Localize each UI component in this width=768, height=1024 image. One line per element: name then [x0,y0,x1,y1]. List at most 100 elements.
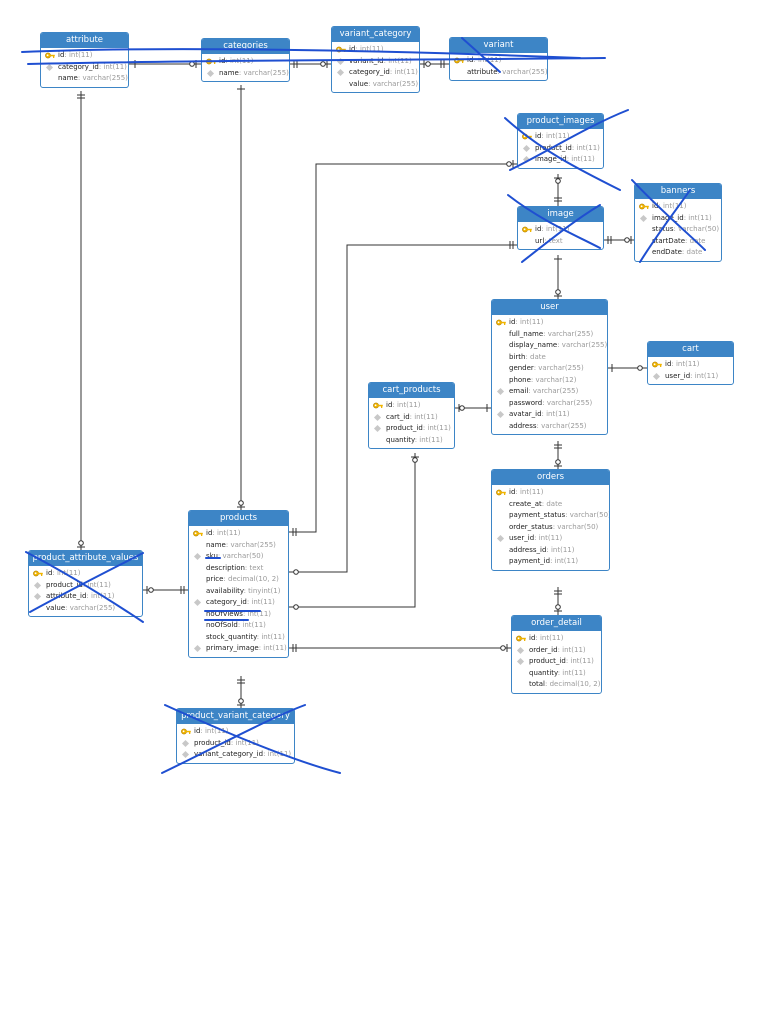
field-type: : varchar(255) [536,421,587,430]
field-name: quantity [386,435,415,444]
field-list: id: int(11)attribute: varchar(255) [450,53,547,80]
field-row: category_id: int(11) [332,67,419,79]
key-icon [454,56,464,65]
cardinality-mark [238,698,244,704]
field-type: : date [525,352,546,361]
field-name: id [665,360,672,368]
diamond-icon [45,63,54,71]
diamond-icon [496,534,505,543]
field-type: : int(11) [242,609,272,618]
field-row: stock_quantity: int(11) [189,632,288,644]
key-icon [639,202,649,211]
field-name: phone [509,375,531,384]
field-name: birth [509,352,526,361]
field-name: availability [206,586,244,595]
field-row: startDate: date [635,236,721,248]
field-row: product_id: int(11) [29,580,142,592]
field-name: category_id [349,68,390,76]
field-name: product_id [535,143,572,152]
field-name: startDate [652,236,686,245]
field-row: create_at: date [492,499,609,511]
field-type: : int(11) [414,435,443,444]
field-row: phone: varchar(12) [492,375,607,387]
field-row: name: varchar(255) [41,73,128,85]
field-row: sku: varchar(50) [189,551,288,563]
field-type: : varchar(50) [673,225,720,233]
field-type: : int(11) [541,132,570,140]
key-icon [206,57,216,66]
field-type: : int(11) [550,557,579,565]
field-type: : int(11) [225,57,254,65]
field-row: variant_id: int(11) [332,56,419,68]
table-title: cart_products [369,383,454,398]
field-row: category_id: int(11) [189,597,288,609]
field-type: : varchar(255) [528,387,579,395]
diamond-icon [496,410,505,419]
field-name: gender [509,364,534,372]
field-type: : decimal(10, 2) [545,680,601,688]
field-name: address [509,421,537,430]
field-type: : varchar(255) [238,68,289,77]
field-type: : date [541,499,563,508]
key-icon [193,529,203,538]
diamond-icon [516,657,525,666]
field-type: : int(11) [535,634,564,642]
field-name: attribute [467,67,498,76]
cardinality-mark [238,500,244,506]
field-row: id: int(11) [177,726,294,738]
key-icon [181,727,191,736]
field-row: password: varchar(255) [492,398,607,410]
field-name: id [386,401,393,409]
table-title: banners [635,184,721,199]
field-name: category_id [58,62,99,71]
field-row: id: int(11) [202,56,289,68]
cardinality-mark [555,178,561,184]
field-list: id: int(11)url: text [518,222,603,249]
diamond-icon [639,214,648,222]
field-row: order_status: varchar(50) [492,522,609,534]
diamond-icon [181,750,190,759]
field-row: id: int(11) [518,224,603,236]
field-type: : varchar(255) [65,603,116,612]
field-name: id [529,634,536,642]
table-title: order_detail [512,616,601,631]
cardinality-mark [500,645,506,651]
cardinality-mark [293,569,299,575]
field-type: : int(11) [82,580,111,589]
field-type: : int(11) [671,360,700,368]
field-name: total [529,680,546,688]
field-type: : int(11) [565,657,594,665]
field-name: status [652,225,674,233]
field-name: email [509,387,529,395]
cardinality-mark [555,459,561,465]
diamond-icon [193,644,202,653]
field-row: id: int(11) [648,359,733,371]
field-row: avatar_id: int(11) [492,409,607,421]
field-name: user_id [509,534,535,542]
cardinality-mark [78,540,84,546]
table-title: user [492,300,607,315]
diamond-icon [206,69,215,77]
field-type: : varchar(255) [225,540,276,549]
field-type: : varchar(255) [533,364,584,372]
cardinality-mark [189,61,195,67]
field-name: category_id [206,598,247,606]
field-list: id: int(11)product_id: int(11)attribute_… [29,566,142,616]
field-type: : int(11) [256,632,285,641]
